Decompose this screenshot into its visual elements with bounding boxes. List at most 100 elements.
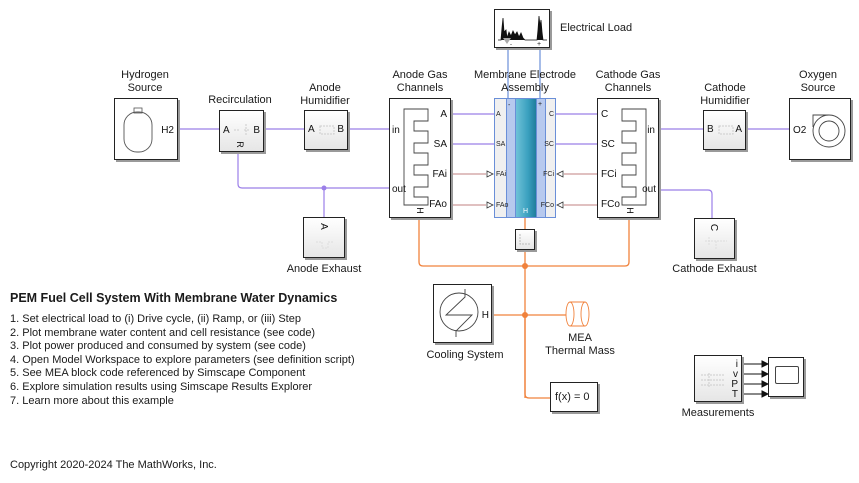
port-B: B <box>337 124 344 135</box>
cooling-system-block[interactable]: H <box>433 284 492 343</box>
step-link-7[interactable]: 7. Learn more about this example <box>10 394 174 407</box>
port-O2: O2 <box>793 125 807 136</box>
recirculation-block[interactable]: A B R <box>219 110 264 152</box>
port-T: T <box>731 389 738 400</box>
anode-exhaust-block[interactable]: A <box>303 217 345 258</box>
anode-humidifier-label: Anode Humidifier <box>300 82 350 107</box>
sensor-icon <box>519 234 531 245</box>
port-A: A <box>735 124 742 135</box>
solver-configuration-block[interactable]: f(x) = 0 <box>550 382 598 412</box>
arrow-v <box>761 370 770 378</box>
cathode-gas-channels-block[interactable]: C SC FCi FCo in out H <box>597 98 659 218</box>
port-P: P <box>731 379 738 390</box>
svg-text:+: + <box>537 41 541 47</box>
port-C: C <box>708 223 720 232</box>
arrow-i <box>761 360 770 368</box>
mea-block[interactable]: - + A SA FAi FAo C SC FCi FCo H <box>494 98 556 218</box>
port-C: C <box>601 109 609 120</box>
mea-membrane-layer <box>516 99 536 217</box>
step-link-6[interactable]: 6. Explore simulation results using Sims… <box>10 380 313 393</box>
arrow-P <box>761 380 770 388</box>
port-FAo: FAo <box>496 202 509 209</box>
port-H: H <box>523 208 529 215</box>
heat-exchanger-icon <box>439 289 479 337</box>
port-B: B <box>253 125 260 136</box>
load-profile-icon: - + <box>498 15 547 48</box>
electrical-load-block[interactable]: - + <box>494 9 550 48</box>
port-in: in <box>392 125 400 136</box>
port-FAi: FAi <box>496 171 507 178</box>
port-A: A <box>317 223 329 230</box>
port-FAi: FAi <box>432 169 447 180</box>
arrow-FAo <box>486 201 494 209</box>
arrow-FAi <box>486 170 494 178</box>
arrow-FCi <box>556 170 564 178</box>
electrical-load-label: Electrical Load <box>560 22 633 34</box>
measurements-label: Measurements <box>681 407 755 419</box>
humidifier-icon <box>319 125 335 135</box>
thermal-mass-icon[interactable] <box>563 300 593 330</box>
pump-icon <box>234 124 250 135</box>
port-pos: + <box>538 101 543 108</box>
gas-tank-icon <box>123 107 153 153</box>
mea-thermal-sensor-block[interactable] <box>515 229 535 250</box>
port-H: H <box>414 207 425 214</box>
oxygen-source-block[interactable]: O2 <box>789 98 851 160</box>
port-H2: H2 <box>161 125 174 136</box>
valve-icon <box>705 237 727 249</box>
cathode-exhaust-block[interactable]: C <box>694 218 735 259</box>
mea-anode-layer <box>506 99 516 217</box>
wire-cathode-exhaust[interactable] <box>659 189 713 218</box>
port-H: H <box>481 310 489 321</box>
gas-junction <box>321 185 327 191</box>
anode-gas-channels-block[interactable]: in out A SA FAi FAo H <box>389 98 451 218</box>
cathode-exhaust-label: Cathode Exhaust <box>672 263 757 275</box>
recirculation-label: Recirculation <box>208 94 272 106</box>
arrow-FCo <box>556 201 564 209</box>
port-neg: - <box>508 102 511 109</box>
port-SC: SC <box>544 141 554 148</box>
port-B: B <box>707 124 714 135</box>
step-link-3[interactable]: 3. Plot power produced and consumed by s… <box>10 340 306 353</box>
port-C: C <box>548 111 554 118</box>
port-SA: SA <box>496 141 506 148</box>
port-FCo: FCo <box>540 202 554 209</box>
humidifier-icon <box>718 125 734 135</box>
anode-gas-channels-label: Anode Gas Channels <box>392 69 448 94</box>
mea-cathode-layer <box>536 99 546 217</box>
wire-recirc-anode-out[interactable] <box>237 152 389 189</box>
port-H: H <box>624 207 635 214</box>
port-R: R <box>234 141 245 148</box>
hydrogen-source-block[interactable]: H2 <box>114 98 178 160</box>
step-link-5[interactable]: 5. See MEA block code referenced by Sims… <box>10 367 306 380</box>
cathode-gas-channels-label: Cathode Gas Channels <box>595 69 661 94</box>
thermal-junction-top <box>522 263 528 269</box>
scope-block[interactable] <box>768 357 804 397</box>
wire-cathode-H[interactable] <box>525 218 630 267</box>
anode-exhaust-label: Anode Exhaust <box>286 263 362 275</box>
solver-label: f(x) = 0 <box>555 391 590 403</box>
step-link-4[interactable]: 4. Open Model Workspace to explore param… <box>10 353 355 366</box>
serpentine-channel-icon <box>621 108 647 206</box>
port-FCi: FCi <box>601 169 617 180</box>
step-link-1[interactable]: 1. Set electrical load to (i) Drive cycl… <box>10 313 301 325</box>
step-link-2[interactable]: 2. Plot membrane water content and cell … <box>10 326 316 339</box>
serpentine-channel-icon <box>403 108 429 206</box>
cathode-humidifier-label: Cathode Humidifier <box>700 82 750 107</box>
svg-text:-: - <box>510 42 512 47</box>
measurements-block[interactable]: i v P T <box>694 355 742 402</box>
wire-solver[interactable] <box>524 315 550 399</box>
port-A: A <box>440 109 447 120</box>
mea-thermal-mass-label: MEA Thermal Mass <box>545 332 615 357</box>
anode-humidifier-block[interactable]: A B <box>304 110 348 150</box>
port-in: in <box>647 125 655 136</box>
port-out: out <box>642 184 656 195</box>
port-v: v <box>733 369 738 380</box>
sensor-icon <box>701 373 725 387</box>
port-A: A <box>496 111 501 118</box>
port-out: out <box>392 184 406 195</box>
port-i: i <box>735 359 738 370</box>
cathode-humidifier-block[interactable]: B A <box>703 110 746 150</box>
wire-anode-H[interactable] <box>418 218 525 267</box>
compressor-icon <box>812 114 846 148</box>
